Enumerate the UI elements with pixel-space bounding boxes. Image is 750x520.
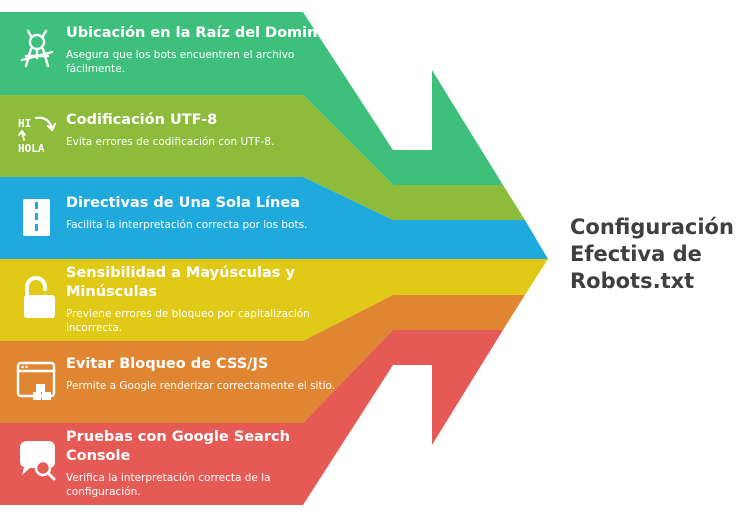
band-3-title: Directivas de Una Sola Línea: [66, 195, 300, 211]
main-title-line-2: Efectiva de: [570, 242, 702, 266]
main-title: Configuración Efectiva de Robots.txt: [570, 214, 750, 295]
ribbon-band-3: [0, 177, 548, 259]
ribbon-band-6: [0, 330, 503, 505]
unlock-icon: [24, 276, 55, 318]
band-4-title: Sensibilidad a Mayúsculas y Minúsculas: [66, 265, 295, 300]
band-1-text: Ubicación en la Raíz del Dominio Asegura…: [66, 24, 336, 76]
band-6-text: Pruebas con Google Search Console Verifi…: [66, 428, 336, 499]
band-4-text: Sensibilidad a Mayúsculas y Minúsculas P…: [66, 264, 336, 335]
search-chat-icon: [20, 441, 56, 481]
band-1-title: Ubicación en la Raíz del Dominio: [66, 25, 333, 41]
band-2-text: Codificación UTF-8 Evita errores de codi…: [66, 111, 336, 150]
ribbon-band-1: [0, 12, 503, 185]
ribbon-band-5: [0, 295, 525, 423]
band-2-description: Evita errores de codificación con UTF-8.: [66, 136, 275, 148]
band-6-title: Pruebas con Google Search Console: [66, 429, 290, 464]
band-4-description: Previene errores de bloqueo por capitali…: [66, 308, 310, 334]
robot-icon: [20, 29, 54, 68]
translate-icon: HI HOLA: [18, 116, 57, 155]
band-3-description: Facilita la interpretación correcta por …: [66, 219, 308, 231]
browser-icon: [16, 361, 56, 400]
band-3-text: Directivas de Una Sola Línea Facilita la…: [66, 194, 336, 233]
ribbon-band-4: [0, 259, 548, 341]
band-5-text: Evitar Bloqueo de CSS/JS Permite a Googl…: [66, 355, 336, 394]
ribbon-band-2: [0, 95, 525, 220]
band-6-description: Verifica la interpretación correcta de l…: [66, 472, 271, 498]
road-icon: [23, 199, 50, 236]
main-title-line-1: Configuración: [570, 215, 734, 239]
band-5-description: Permite a Google renderizar correctament…: [66, 380, 336, 392]
svg-text:HOLA: HOLA: [18, 142, 45, 155]
svg-text:HI: HI: [18, 117, 31, 130]
main-title-line-3: Robots.txt: [570, 269, 695, 293]
band-5-title: Evitar Bloqueo de CSS/JS: [66, 356, 269, 372]
band-2-title: Codificación UTF-8: [66, 112, 218, 128]
band-1-description: Asegura que los bots encuentren el archi…: [66, 49, 295, 75]
